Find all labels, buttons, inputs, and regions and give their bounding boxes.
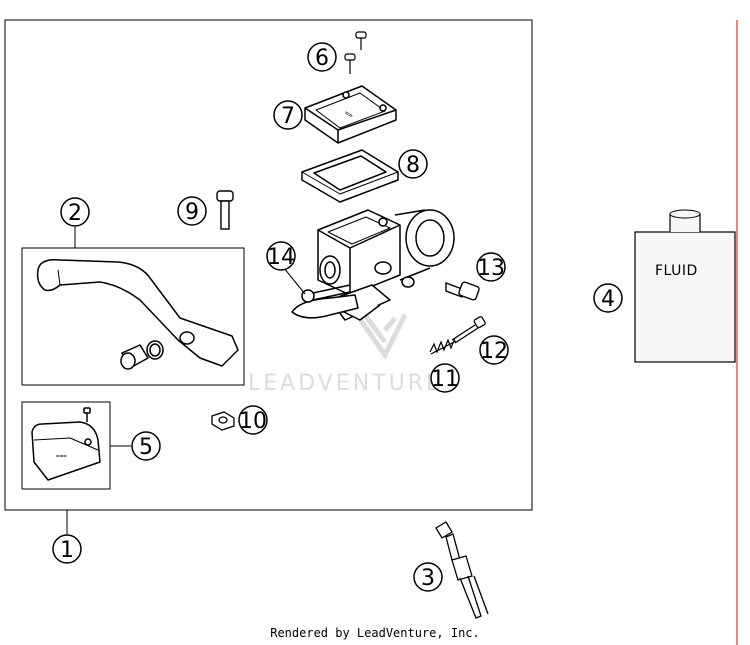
- svg-text:8: 8: [406, 153, 420, 178]
- watermark: LEADVENTURE: [248, 303, 443, 396]
- fluid-label: FLUID: [655, 263, 698, 279]
- svg-text:14: 14: [267, 245, 295, 270]
- part-3-hose: [435, 521, 489, 619]
- svg-text:==: ==: [343, 109, 354, 120]
- callout-10: 10: [238, 405, 268, 435]
- svg-text:7: 7: [281, 104, 295, 129]
- part-10-nut: [211, 411, 235, 431]
- svg-text:13: 13: [477, 256, 505, 281]
- part-5-cover: ===: [31, 407, 101, 481]
- callout-7: 7: [273, 100, 303, 130]
- part-11-spring: [429, 337, 457, 355]
- callout-1: 1: [52, 534, 82, 564]
- svg-text:1: 1: [60, 538, 74, 563]
- callout-2: 2: [60, 197, 90, 227]
- part-6-screws: [344, 31, 367, 74]
- part-2-lever: [36, 258, 239, 370]
- svg-text:11: 11: [431, 367, 459, 392]
- footer-credit: Rendered by LeadVenture, Inc.: [270, 626, 480, 640]
- svg-text:5: 5: [139, 435, 153, 460]
- part-8-gasket: [301, 149, 399, 203]
- svg-text:4: 4: [601, 287, 615, 312]
- svg-text:9: 9: [185, 200, 199, 225]
- callout-11: 11: [430, 363, 460, 393]
- part-7-reservoir-cover: ==: [304, 85, 397, 144]
- master-cylinder-body: [291, 209, 455, 321]
- callout-3: 3: [413, 562, 443, 592]
- callout-6: 6: [307, 42, 337, 72]
- callout-14: 14: [266, 241, 296, 271]
- part-4-fluid-bottle: FLUID: [634, 209, 736, 363]
- svg-text:===: ===: [56, 453, 67, 460]
- part-9-bolt: [216, 190, 234, 230]
- part-12-screw: [451, 316, 486, 344]
- callouts: 1 2 3 4 5 6 7 8: [52, 42, 623, 592]
- part-13-pin: [445, 281, 480, 301]
- callout-4: 4: [593, 283, 623, 313]
- svg-text:6: 6: [315, 46, 329, 71]
- callout-9: 9: [177, 196, 207, 226]
- svg-text:2: 2: [68, 201, 82, 226]
- callout-12: 12: [479, 335, 509, 365]
- callout-5: 5: [131, 431, 161, 461]
- callout-8: 8: [398, 149, 428, 179]
- svg-text:10: 10: [239, 409, 267, 434]
- lever-box: [21, 247, 245, 386]
- watermark-text: LEADVENTURE: [248, 371, 443, 396]
- callout-13: 13: [476, 252, 506, 282]
- leader-lines: [66, 227, 306, 534]
- assembly-box: [4, 19, 533, 511]
- svg-text:12: 12: [480, 339, 508, 364]
- svg-text:3: 3: [421, 566, 435, 591]
